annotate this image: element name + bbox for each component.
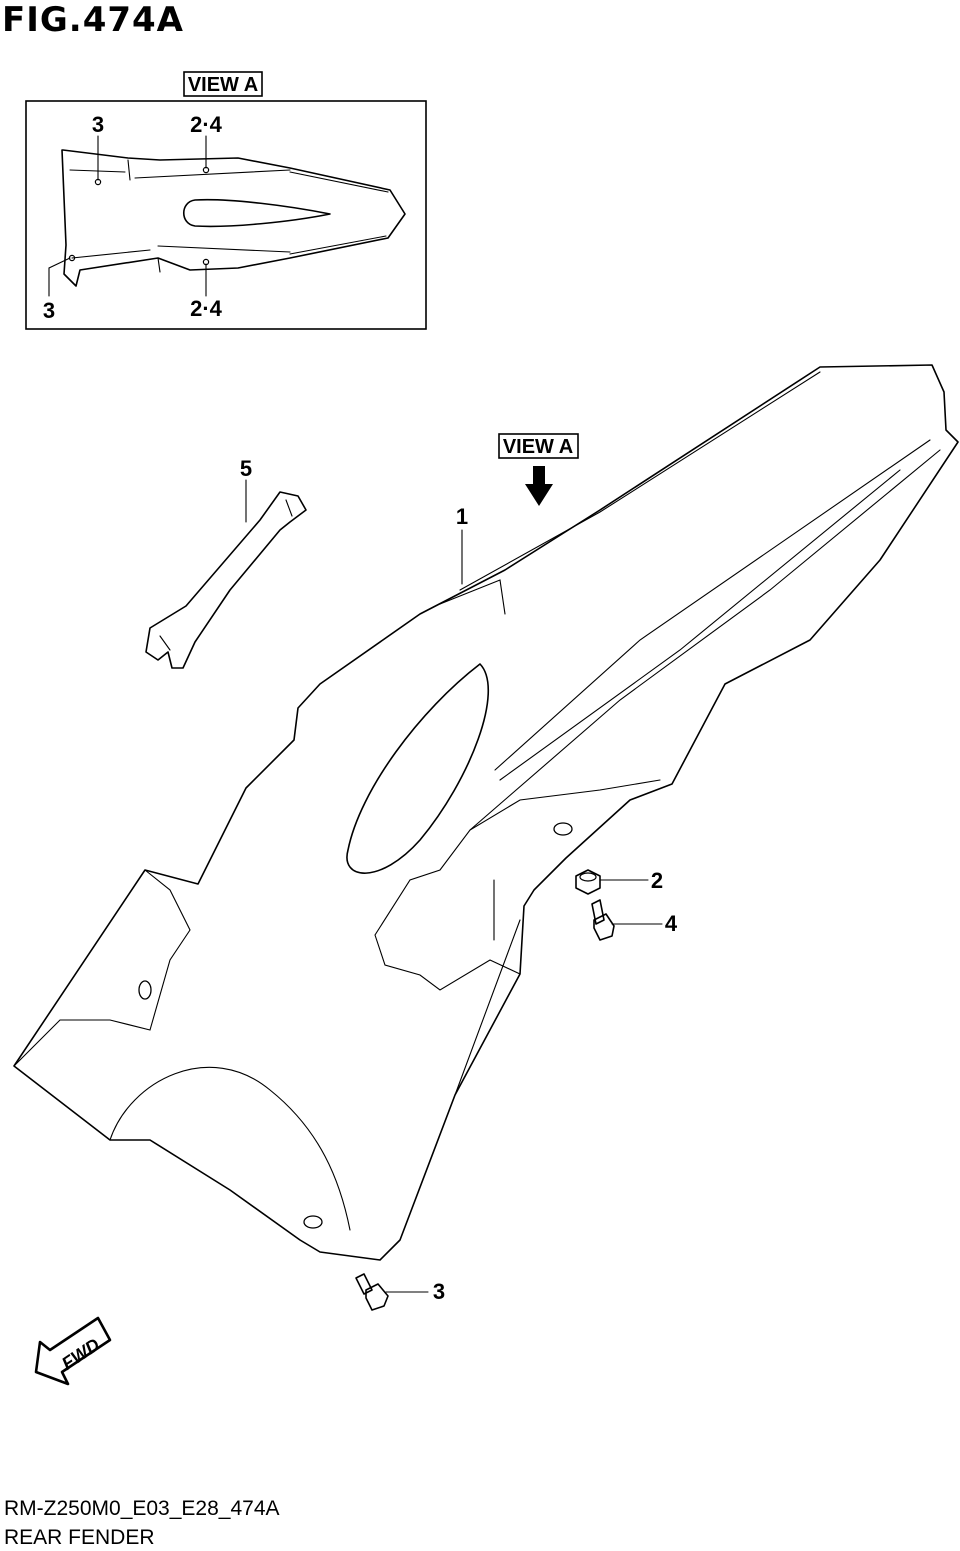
fwd-arrow-icon (34, 1316, 112, 1386)
rear-fender-bolt-hole-upper (553, 822, 573, 836)
inset-fender-edge-lower (157, 235, 387, 273)
diagram-name: REAR FENDER (4, 1526, 155, 1549)
bolt-part-4 (591, 899, 615, 941)
callout-part-2: 2 (651, 868, 663, 893)
main-view-tag-box (498, 433, 579, 459)
rear-fender-cutout (346, 663, 489, 874)
rear-fender-side-panel (13, 869, 191, 1067)
rear-fender-top-ridge (439, 371, 821, 615)
rear-fender-outline (13, 364, 959, 1261)
callout-part-5: 5 (240, 456, 252, 481)
inset-callout-3-top: 3 (92, 112, 104, 137)
diagram-code: RM-Z250M0_E03_E28_474A (4, 1497, 280, 1520)
inset-fender-edge-upper (127, 159, 389, 193)
fwd-arrow: FWD (34, 1316, 112, 1386)
main-view: VIEW A (13, 364, 959, 1386)
inset-fender-outline (61, 149, 406, 287)
inset-frame (25, 100, 427, 330)
rear-fender-bolt-hole-side (138, 980, 152, 1000)
bracket-part-5-inner (159, 499, 293, 651)
bracket-part-5 (145, 491, 307, 669)
callout-part-3: 3 (433, 1279, 445, 1304)
main-view-tag: VIEW A (503, 436, 573, 458)
figure-title: FIG.474A (2, 0, 184, 40)
bolt-part-3 (355, 1273, 389, 1311)
inset-callout-24-bottom: 2·4 (190, 296, 223, 321)
inset-view-tag: VIEW A (188, 74, 258, 96)
rear-fender-mount-bracket (374, 779, 661, 991)
rear-fender-inner-rail-lower (469, 449, 941, 831)
inset-callout-3-bottom: 3 (43, 298, 55, 323)
inset-fender-rib (69, 169, 151, 259)
rear-fender-inner-rail-upper (494, 439, 931, 771)
rear-fender (13, 364, 959, 1261)
inset-leader-3-bottom (48, 257, 71, 297)
inset-view-tag-box (183, 71, 263, 97)
view-direction-arrow-icon (525, 466, 553, 506)
inset-view-a: VIEW A 3 2·4 3 2·4 (25, 71, 427, 330)
rear-fender-inner-rail-3 (499, 469, 901, 781)
rear-fender-bolt-hole-lower (303, 1215, 323, 1229)
nut-part-2 (575, 869, 601, 895)
inset-fender-slot (182, 198, 331, 228)
rear-fender-flange (454, 879, 521, 1096)
callout-part-4: 4 (665, 911, 678, 936)
inset-callout-24-top: 2·4 (190, 112, 223, 137)
rear-fender-lower-arch (109, 1066, 351, 1231)
callout-part-1: 1 (456, 504, 468, 529)
